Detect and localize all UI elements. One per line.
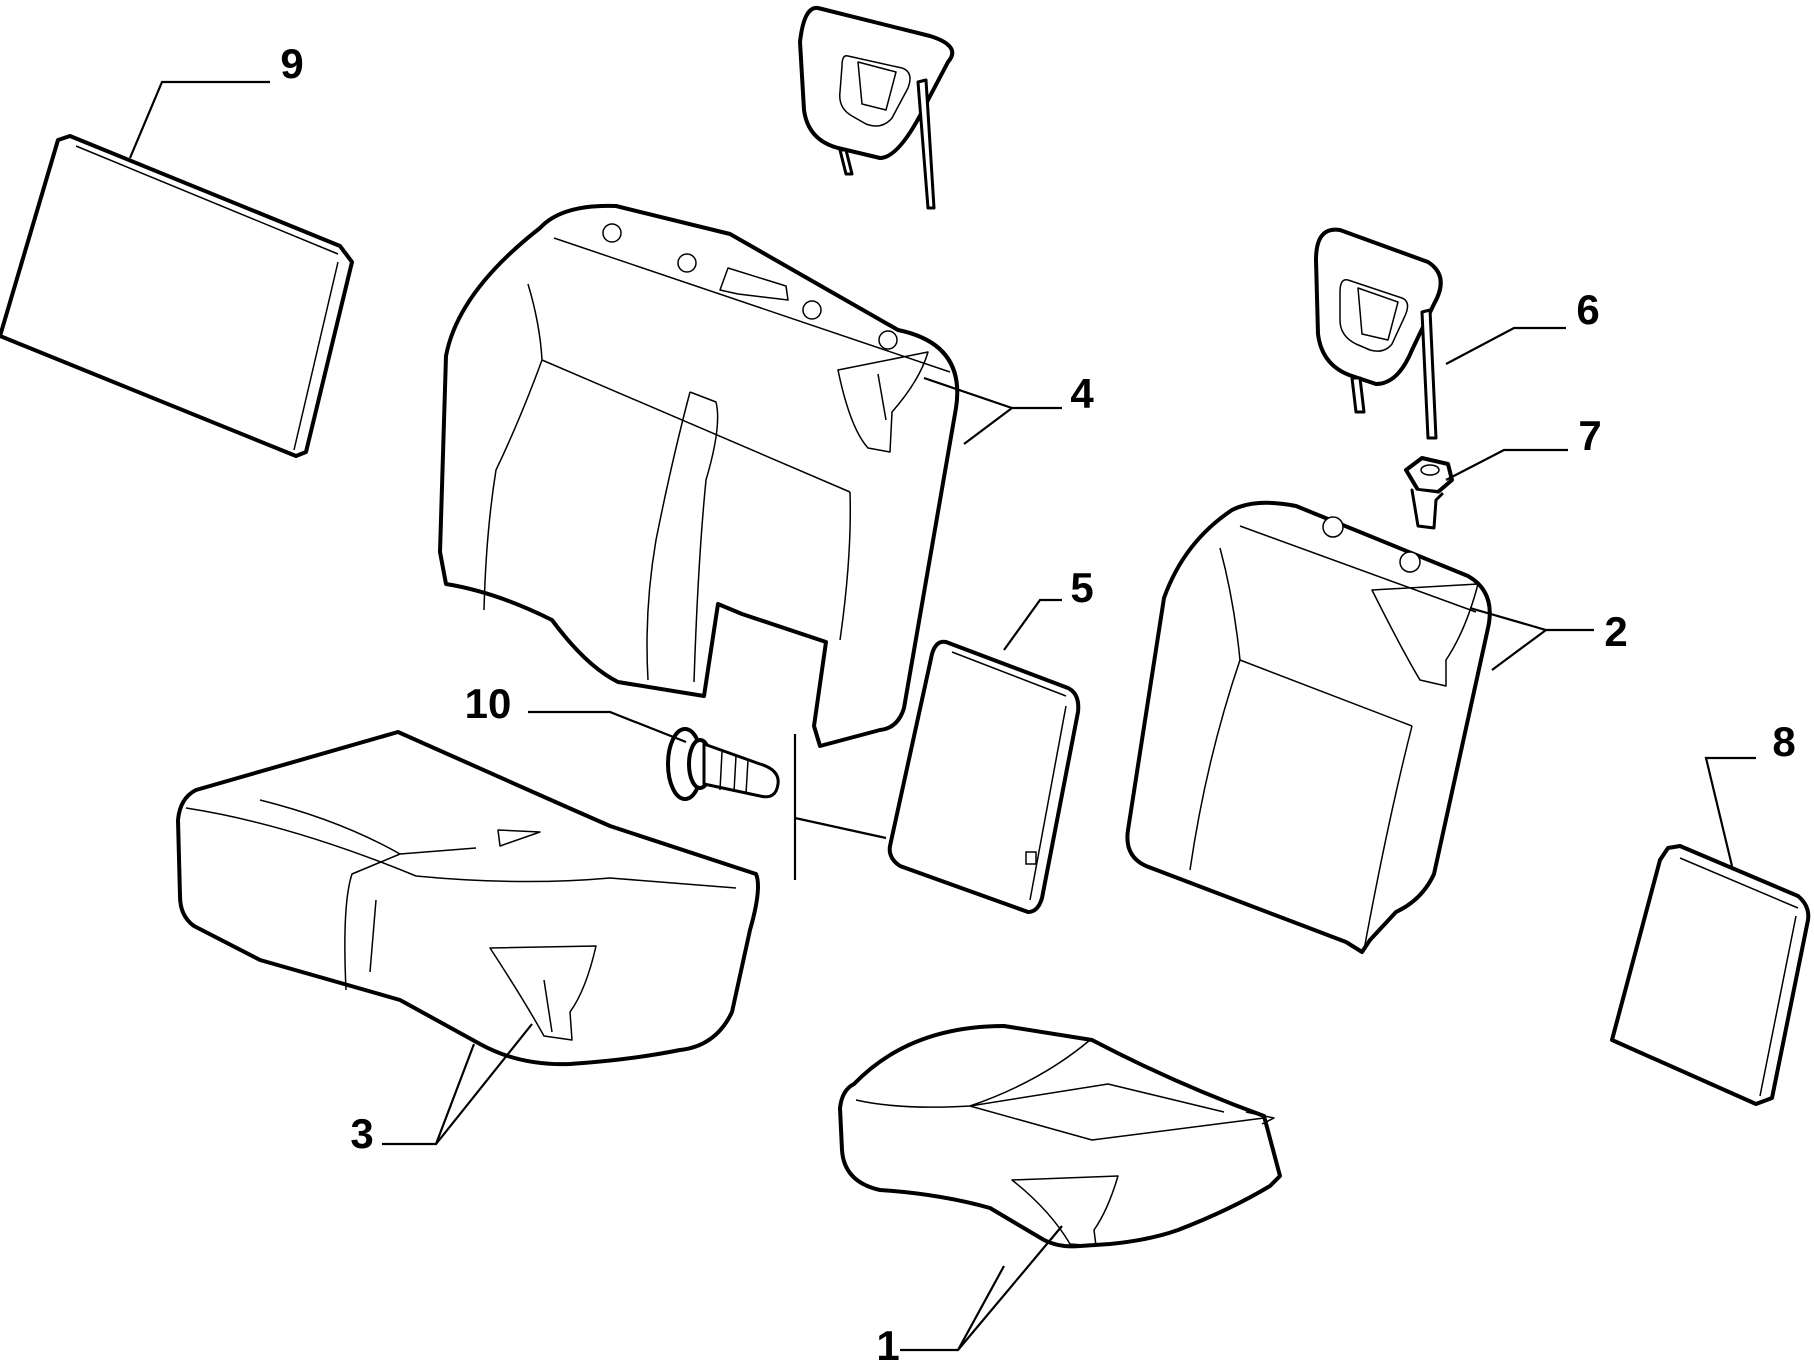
leader-9 xyxy=(128,80,270,159)
leader-lines xyxy=(128,80,1756,1352)
callout-3: 3 xyxy=(350,1110,373,1157)
callout-labels: 9 4 6 7 5 2 10 8 3 1 xyxy=(280,40,1795,1360)
part-3-seat-cushion-large xyxy=(176,730,760,1067)
part-6-headrest xyxy=(1314,227,1443,440)
leader-3 xyxy=(382,1023,533,1146)
leader-8 xyxy=(1704,756,1756,867)
callout-10: 10 xyxy=(465,680,512,727)
part-5-backrest-panel-small xyxy=(887,639,1081,914)
headrest-upper xyxy=(798,5,955,210)
part-4-backrest-large xyxy=(438,203,960,748)
callout-8: 8 xyxy=(1772,718,1795,765)
callout-2: 2 xyxy=(1604,608,1627,655)
callout-5: 5 xyxy=(1070,564,1093,611)
part-8-seat-panel-small xyxy=(1610,844,1811,1106)
callout-4: 4 xyxy=(1070,370,1094,417)
leader-2 xyxy=(1469,606,1594,671)
part-1-seat-cushion-small xyxy=(838,1024,1282,1249)
part-2-backrest-small xyxy=(1125,500,1492,954)
callout-7: 7 xyxy=(1578,412,1601,459)
part-9-backrest-panel xyxy=(0,134,354,458)
leader-6 xyxy=(1445,326,1566,365)
callout-1: 1 xyxy=(876,1322,899,1360)
callout-6: 6 xyxy=(1576,286,1599,333)
leader-5 xyxy=(1003,598,1062,651)
leader-7 xyxy=(1445,448,1568,481)
leader-1 xyxy=(900,1225,1063,1352)
leader-10 xyxy=(528,710,687,744)
part-7-headrest-guide xyxy=(1404,456,1454,530)
part-10-bolt xyxy=(666,727,887,880)
callout-9: 9 xyxy=(280,40,303,87)
leader-4 xyxy=(923,376,1062,445)
